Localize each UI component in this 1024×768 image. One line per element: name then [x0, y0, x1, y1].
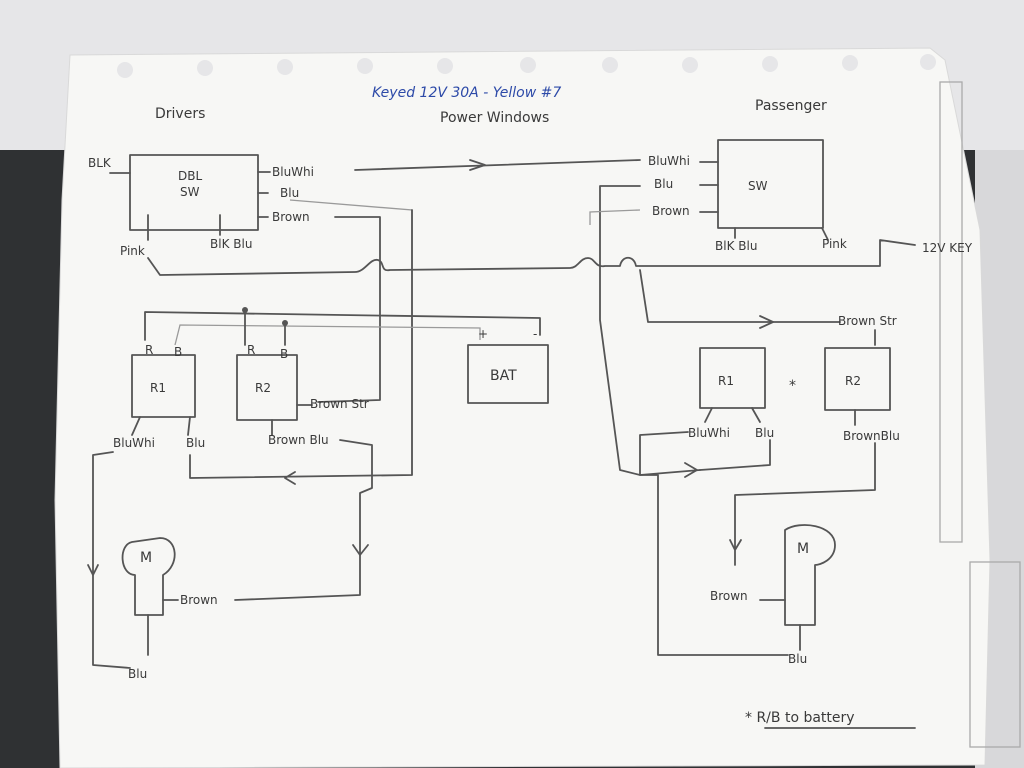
wire-bluwhi-cross — [354, 159, 641, 171]
footnote: * R/B to battery — [745, 710, 855, 726]
passenger-bluwhi-pin: BluWhi — [648, 154, 690, 168]
battery-minus: - — [533, 327, 537, 341]
margin-rail-lower — [969, 561, 1021, 748]
relay-bus-bar — [144, 311, 541, 341]
driver-relay-r1 — [131, 354, 196, 418]
driver-motor-label: M — [140, 550, 152, 566]
passenger-brown-pin: Brown — [652, 204, 690, 218]
passenger-motor — [784, 524, 836, 626]
wire-pink-key — [147, 239, 916, 276]
passenger-motor-label: M — [797, 541, 809, 557]
page-title: Power Windows — [440, 110, 549, 126]
passenger-r1-label: R1 — [718, 374, 734, 388]
driver-switch-label-2: SW — [180, 185, 200, 199]
passenger-r2-brownblu: BrownBlu — [843, 429, 900, 443]
passenger-switch — [717, 139, 824, 229]
driver-switch-label-1: DBL — [178, 169, 202, 183]
driver-brown-pin: Brown — [272, 210, 310, 224]
margin-rail-upper — [939, 81, 963, 543]
driver-blu-pin: Blu — [280, 186, 299, 200]
driver-motor — [121, 537, 176, 616]
battery-plus: + — [478, 327, 488, 341]
passenger-blu-pin: Blu — [654, 177, 673, 191]
driver-r2-brownblu: Brown Blu — [268, 433, 329, 447]
driver-r1-b: B — [174, 345, 182, 359]
passenger-relay-r2 — [824, 347, 891, 411]
star-mark: * — [789, 378, 796, 394]
driver-bluwhi-pin: BluWhi — [272, 165, 314, 179]
passenger-blkblu: BlK Blu — [715, 239, 757, 253]
wire-driver-brown — [317, 216, 381, 403]
passenger-r1-blu: Blu — [755, 426, 774, 440]
driver-r1-r: R — [145, 343, 153, 357]
binder-holes — [117, 54, 936, 78]
passenger-r1-bluwhi: BluWhi — [688, 426, 730, 440]
drivers-heading: Drivers — [155, 106, 205, 122]
driver-blk-label: BLK — [88, 156, 112, 170]
passenger-motor-brown: Brown — [710, 589, 748, 603]
passenger-brownstr: Brown Str — [838, 314, 897, 328]
driver-r1-bluwhi: BluWhi — [113, 436, 155, 450]
passenger-heading: Passenger — [755, 98, 827, 114]
passenger-motor-blu: Blu — [788, 652, 807, 666]
driver-relay-r2 — [236, 354, 298, 421]
key-label: 12V KEY — [922, 241, 973, 255]
driver-r2-brownstr: Brown Str — [310, 397, 369, 411]
battery — [467, 344, 549, 404]
passenger-pink: Pink — [822, 237, 847, 251]
driver-motor-blu: Blu — [128, 667, 147, 681]
battery-label: BAT — [490, 368, 517, 384]
passenger-switch-label: SW — [748, 179, 768, 193]
blue-note: Keyed 12V 30A - Yellow #7 — [372, 85, 561, 101]
driver-r2-label: R2 — [255, 381, 271, 395]
driver-pink-label: Pink — [120, 244, 145, 258]
driver-motor-brown: Brown — [180, 593, 218, 607]
driver-blkblu-label: BlK Blu — [210, 237, 252, 251]
passenger-relay-r1 — [699, 347, 766, 409]
driver-r2-r: R — [247, 343, 255, 357]
driver-r2-b: B — [280, 347, 288, 361]
driver-r1-blu: Blu — [186, 436, 205, 450]
driver-r1-label: R1 — [150, 381, 166, 395]
passenger-r2-label: R2 — [845, 374, 861, 388]
